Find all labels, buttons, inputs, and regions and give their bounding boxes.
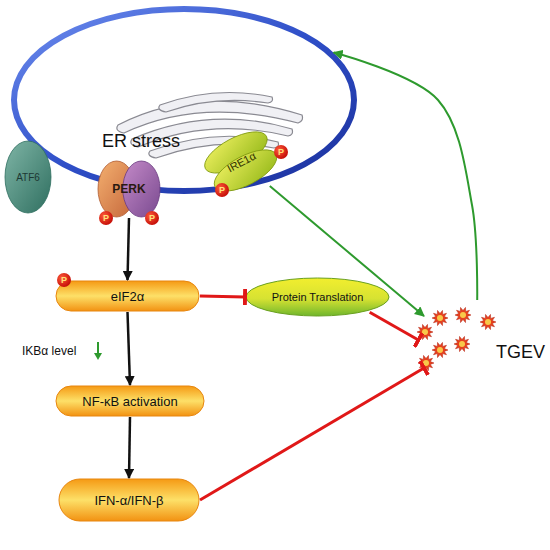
node-text: NF-κB activation — [82, 394, 177, 409]
virus-particle — [432, 342, 448, 357]
virus-particle — [480, 314, 496, 329]
pill-outline — [59, 479, 199, 521]
phospho-mark: P — [99, 211, 113, 225]
virus-core — [437, 315, 443, 321]
arrow-head — [94, 353, 102, 360]
phospho-mark: P — [274, 145, 288, 159]
virus-spikes — [418, 355, 434, 370]
virus-cluster: TGEV — [410, 300, 550, 380]
virus-particle — [418, 355, 434, 370]
connector — [128, 218, 130, 280]
virus-core — [459, 341, 465, 347]
process-ellipse: Protein Translation — [245, 277, 390, 317]
virus-core — [422, 329, 428, 335]
down-arrow-symbol — [94, 342, 102, 360]
phospho-mark: P — [57, 273, 71, 287]
arrow-shaft — [97, 342, 99, 356]
virus-spikes — [417, 324, 433, 339]
connector — [128, 312, 131, 385]
phospho-mark: P — [215, 183, 229, 197]
atf6-sensor: ATF6 — [4, 140, 52, 214]
node-text: PERK — [112, 182, 145, 196]
ire1-sensor: IRE1α — [205, 132, 277, 192]
connector — [200, 368, 424, 500]
virus-core — [485, 319, 491, 325]
virus-spikes — [454, 336, 470, 351]
level-note: IKBα level — [22, 344, 76, 358]
ire1-dimer — [199, 124, 283, 200]
node-text: eIF2α — [111, 289, 145, 304]
connector — [270, 186, 424, 316]
process-pill: NF-κB activation — [55, 385, 205, 417]
virus-particle — [455, 307, 471, 322]
connector — [200, 296, 245, 297]
er-organelle: ER stress — [10, 5, 358, 195]
virus-core — [423, 360, 429, 366]
pill-outline — [56, 281, 199, 311]
perk-sensor: PERK — [98, 160, 160, 218]
shape-outline — [5, 141, 51, 213]
virus-spikes — [480, 314, 496, 329]
connector — [129, 417, 130, 478]
node-text: Protein Translation — [272, 291, 364, 303]
process-pill: IFN-α/IFN-β — [58, 478, 200, 522]
virus-spikes — [432, 310, 448, 325]
connector — [334, 53, 478, 301]
node-text: ATF6 — [16, 172, 40, 183]
process-pill: eIF2α — [55, 280, 200, 312]
er-cisterna — [159, 93, 273, 113]
virus-core — [460, 312, 466, 318]
virus-core — [437, 347, 443, 353]
virus-particle — [417, 324, 433, 339]
node-text: ER stress — [102, 131, 180, 152]
er-membrane — [14, 9, 354, 191]
virus-spikes — [455, 307, 471, 322]
shape-outline — [246, 278, 389, 316]
virus-particle — [454, 336, 470, 351]
ire1-monomer — [208, 142, 283, 200]
node-outline — [10, 5, 358, 195]
node-text: TGEV — [496, 342, 545, 363]
node-outline — [410, 300, 550, 380]
virus-spikes — [432, 342, 448, 357]
virus-particle — [432, 310, 448, 325]
node-text: IFN-α/IFN-β — [94, 493, 163, 508]
connector — [370, 312, 419, 340]
phospho-mark: P — [145, 211, 159, 225]
pill-outline — [56, 386, 204, 416]
